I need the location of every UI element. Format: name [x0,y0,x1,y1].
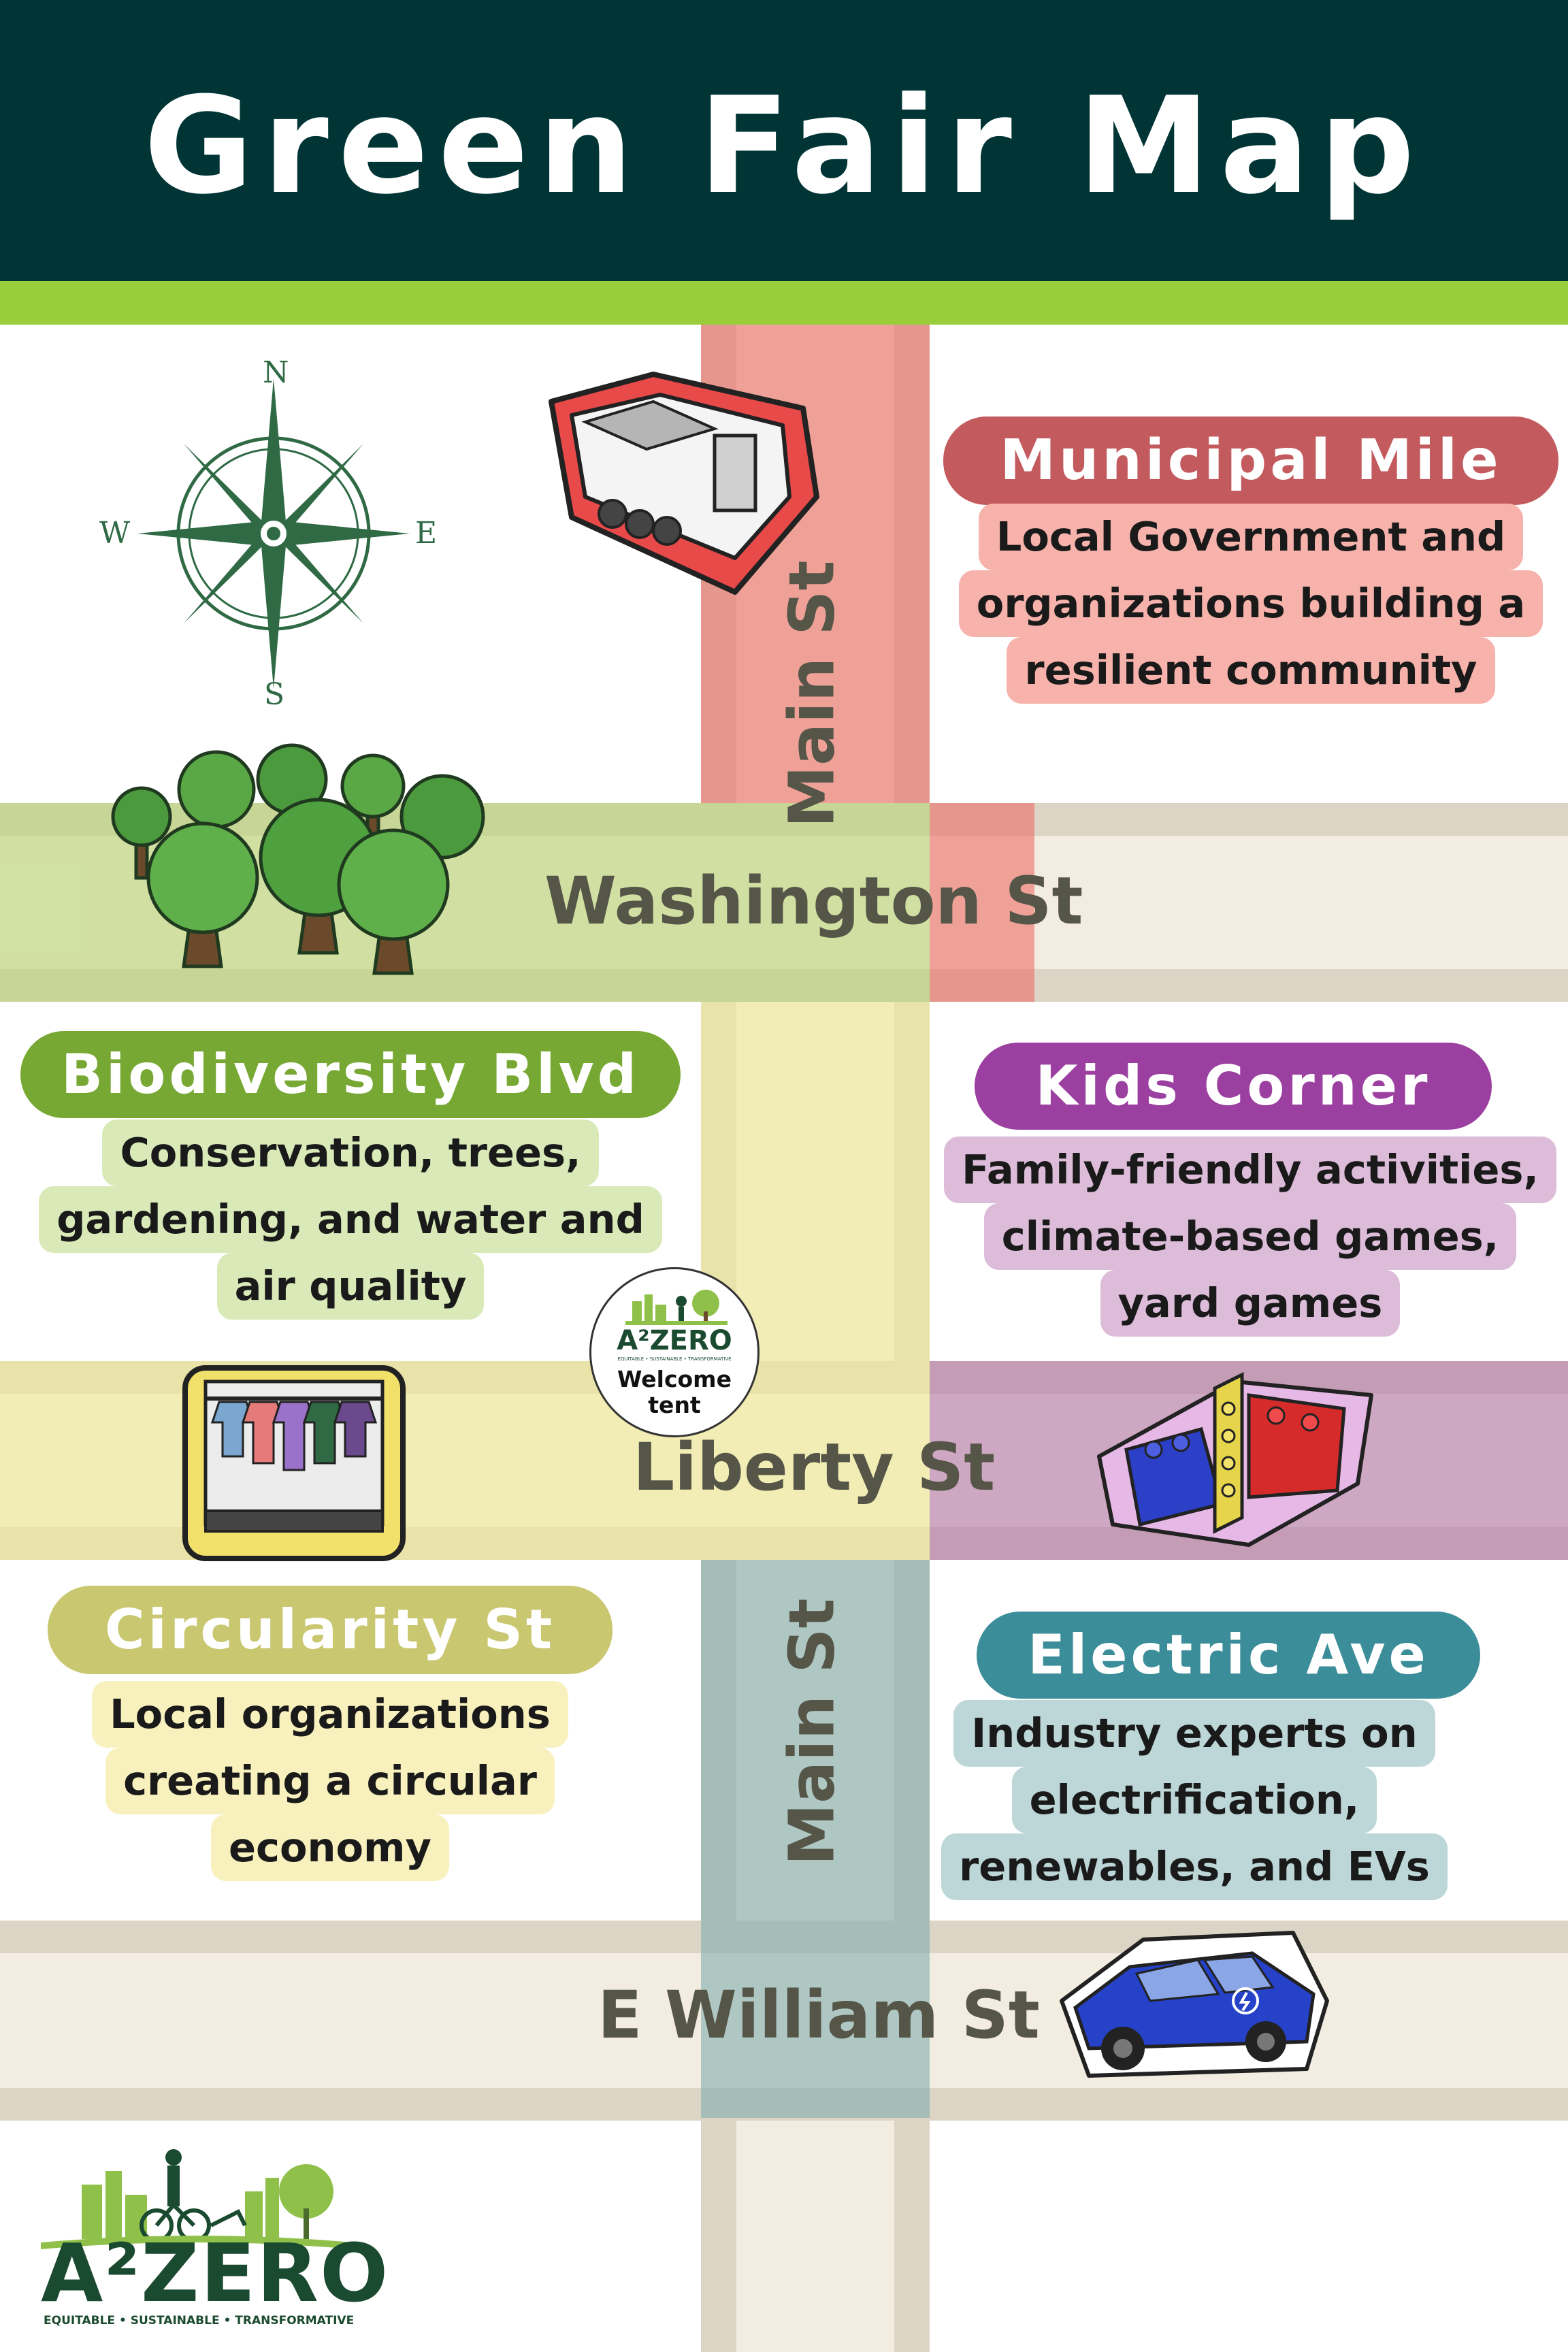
biodiversity-blvd-title: Biodiversity Blvd [20,1031,681,1118]
kids-corner-title: Kids Corner [975,1043,1492,1130]
compass-west: W [99,516,131,551]
a2zero-logo-tagline: EQUITABLE • SUSTAINABLE • TRANSFORMATIVE [44,2314,355,2328]
welcome-tent-skyline-icon [625,1290,728,1325]
main-st-south-label: Main St [775,1598,849,1866]
compass-east: E [415,516,438,551]
welcome-tent-marker: A²ZERO EQUITABLE • SUSTAINABLE • TRANSFO… [589,1267,760,1437]
e-william-st-label: E William St [598,1977,1040,2053]
lego-bricks-icon [1085,1354,1385,1558]
a2zero-logo-brand: A²ZERO [41,2226,390,2320]
circularity-desc-line-2: creating a circular [105,1748,555,1814]
circularity-st-title: Circularity St [48,1586,612,1674]
kids-desc-line-3: yard games [1100,1270,1401,1337]
liberty-st-label: Liberty St [633,1429,996,1505]
circularity-desc-line-1: Local organizations [92,1681,568,1748]
header-stripe [0,281,1568,325]
welcome-tent-line-1: Welcome [617,1366,732,1392]
municipal-desc-line-2: organizations building a [958,570,1544,637]
compass-north: N [263,355,289,390]
electric-desc-line-2: electrification, [1011,1767,1377,1833]
electric-desc-line-3: renewables, and EVs [941,1833,1448,1900]
welcome-tent-line-2: tent [648,1392,701,1418]
compass-icon [88,354,456,721]
biodiversity-desc-line-1: Conservation, trees, [102,1120,599,1186]
municipal-mile-description: Local Government and organizations build… [943,504,1558,704]
electric-ave-title: Electric Ave [977,1612,1480,1699]
circularity-zone-overlay-2 [0,1361,930,1560]
municipal-mile-title: Municipal Mile [943,416,1558,505]
page-title: Green Fair Map [144,69,1424,224]
welcome-tent-tagline: EQUITABLE • SUSTAINABLE • TRANSFORMATIVE [617,1356,732,1362]
a2zero-logo-icon [41,2149,354,2249]
biodiversity-blvd-description: Conservation, trees, gardening, and wate… [20,1120,681,1320]
municipal-zone-overlay-2 [930,803,1034,1002]
washington-st-label: Washington St [544,863,1083,939]
circularity-desc-line-3: economy [211,1814,449,1881]
municipal-desc-line-3: resilient community [1007,637,1495,704]
compass-south: S [264,677,285,712]
biodiversity-desc-line-3: air quality [216,1253,485,1320]
kids-desc-line-2: climate-based games, [983,1203,1517,1270]
electric-car-icon [1048,1919,1334,2082]
header-banner [0,0,1568,281]
biodiversity-desc-line-2: gardening, and water and [39,1186,662,1253]
kids-desc-line-1: Family-friendly activities, [944,1137,1556,1203]
trees-icon [102,742,510,987]
kids-corner-description: Family-friendly activities, climate-base… [932,1137,1568,1337]
electric-zone-overlay [701,1560,930,2118]
electric-ave-description: Industry experts on electrification, ren… [926,1700,1463,1900]
trailer-icon [531,361,830,606]
electric-desc-line-1: Industry experts on [953,1700,1435,1767]
municipal-desc-line-1: Local Government and [978,504,1524,570]
clothes-rack-icon [178,1361,410,1565]
circularity-st-description: Local organizations creating a circular … [20,1681,640,1881]
welcome-tent-brand: A²ZERO [617,1325,732,1356]
